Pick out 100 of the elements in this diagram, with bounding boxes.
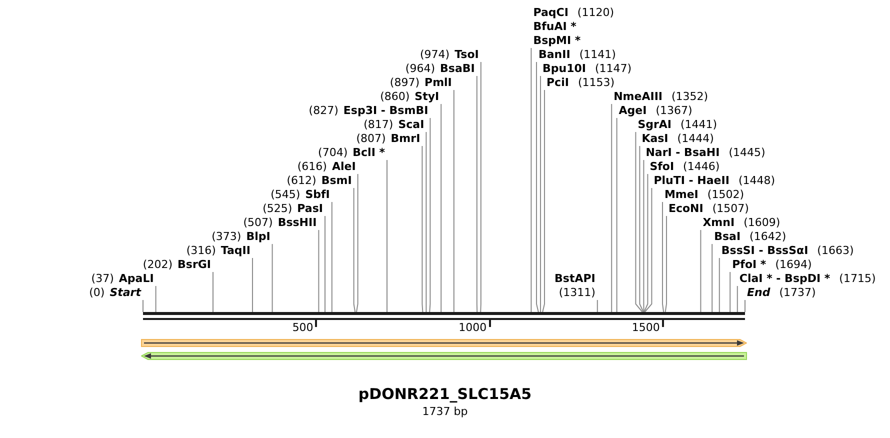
enzyme-name: BlpI — [246, 230, 270, 243]
site-coordinate: (1120) — [577, 6, 614, 19]
site-coordinate: (1609) — [744, 216, 780, 229]
leader-line — [324, 216, 326, 312]
leader-line — [536, 62, 539, 312]
site-coordinate: (1153) — [578, 76, 615, 89]
enzyme-name: BstAPI — [554, 272, 596, 285]
site-coordinate: (37) — [91, 272, 114, 285]
leader-line — [700, 230, 702, 312]
site-coordinate: (1444) — [677, 132, 714, 145]
leader-line — [635, 132, 643, 312]
enzyme-name: BclI * — [352, 146, 385, 159]
leader-line — [272, 244, 273, 312]
site-coordinate: (1507) — [712, 202, 749, 215]
leader-line — [426, 132, 427, 312]
leader-line — [540, 76, 541, 312]
enzyme-name: BmrI — [390, 132, 420, 145]
leader-line — [644, 174, 648, 312]
leader-line — [142, 300, 144, 312]
enzyme-name: BfuAI * — [533, 20, 576, 33]
leader-line — [542, 90, 545, 312]
leader-line — [480, 62, 482, 312]
sequence-length: 1737 bp — [422, 405, 468, 418]
enzyme-name: TaqII — [220, 244, 250, 257]
reverse-strand-feature — [141, 350, 747, 362]
site-coordinate: (704) — [318, 146, 348, 159]
leader-line — [611, 104, 612, 312]
enzyme-name: Esp3I - BsmBI — [343, 104, 428, 117]
site-coordinate: (1663) — [817, 244, 854, 257]
leader-line — [212, 272, 214, 312]
site-coordinate: (1502) — [707, 188, 744, 201]
leader-line — [356, 174, 358, 312]
leader-line — [662, 202, 664, 312]
enzyme-name: Bpu10I — [542, 62, 586, 75]
enzyme-name: SgrAI — [638, 118, 672, 131]
site-coordinate: (1445) — [728, 146, 766, 159]
site-coordinate: (974) — [420, 48, 450, 61]
enzyme-name: MmeI — [664, 188, 698, 201]
terminus-label: End — [747, 286, 770, 299]
site-coordinate: (1715) — [839, 272, 876, 285]
enzyme-name: AleI — [332, 160, 356, 173]
enzyme-name: EcoNI — [668, 202, 704, 215]
leader-line — [744, 300, 746, 312]
scale-number: 1000 — [458, 321, 487, 334]
enzyme-name: BsaI — [714, 230, 741, 243]
site-coordinate: (316) — [186, 244, 216, 257]
site-coordinate: (1446) — [683, 160, 720, 173]
site-coordinate: (525) — [262, 202, 292, 215]
site-coordinate: (1141) — [579, 48, 616, 61]
site-coordinate: (1311) — [558, 286, 596, 299]
leader-line — [331, 202, 332, 312]
enzyme-name: TsoI — [454, 48, 479, 61]
enzyme-name: KasI — [642, 132, 668, 145]
enzyme-name: XmnI — [702, 216, 735, 229]
enzyme-name: PluTI - HaeII — [654, 174, 730, 187]
enzyme-name: SfoI — [650, 160, 674, 173]
enzyme-name: PfoI * — [732, 258, 766, 271]
leader-line — [616, 118, 618, 312]
site-coordinate: (1352) — [672, 90, 708, 103]
site-coordinate: (807) — [356, 132, 386, 145]
leader-line — [386, 160, 388, 312]
enzyme-name: BssSI - BssSαI — [721, 244, 808, 257]
leader-line — [730, 272, 731, 312]
leader-line — [318, 230, 320, 312]
enzyme-name: NarI - BsaHI — [646, 146, 720, 159]
enzyme-name: BsaBI — [440, 62, 475, 75]
leader-line — [643, 160, 644, 312]
site-coordinate: (897) — [390, 76, 420, 89]
leader-line — [596, 300, 598, 312]
site-coordinate: (545) — [270, 188, 300, 201]
leader-line — [530, 48, 532, 312]
enzyme-name: PciI — [546, 76, 569, 89]
enzyme-name: ClaI * - BspDI * — [739, 272, 830, 285]
site-coordinate: (964) — [405, 62, 436, 75]
site-coordinate: (1694) — [775, 258, 812, 271]
sequence-backbone — [143, 312, 745, 320]
enzyme-name: BssHII — [278, 216, 317, 229]
site-coordinate: (507) — [243, 216, 273, 229]
enzyme-name: BsmI — [321, 174, 352, 187]
leader-line — [664, 216, 667, 312]
enzyme-name: SbfI — [305, 188, 330, 201]
leader-line — [712, 244, 713, 312]
site-coordinate: (202) — [142, 258, 173, 271]
site-coordinate: (373) — [212, 230, 242, 243]
enzyme-name: ScaI — [398, 118, 424, 131]
site-coordinate: (817) — [364, 118, 394, 131]
scale-number: 1500 — [632, 321, 660, 334]
map-title: pDONR221_SLC15A5 — [358, 386, 532, 403]
leader-line — [453, 90, 454, 312]
enzyme-name: PmlI — [424, 76, 452, 89]
site-coordinate: (0) — [89, 286, 105, 299]
enzyme-name: BspMI * — [533, 34, 581, 47]
site-coordinate: (1441) — [680, 118, 718, 131]
enzyme-name: ApaLI — [118, 272, 154, 285]
leader-line — [429, 118, 431, 312]
leader-line — [440, 104, 442, 312]
enzyme-name: StyI — [414, 90, 440, 103]
site-coordinate: (860) — [380, 90, 410, 103]
enzyme-name: PaqCI — [533, 6, 568, 19]
leader-line — [639, 146, 644, 312]
